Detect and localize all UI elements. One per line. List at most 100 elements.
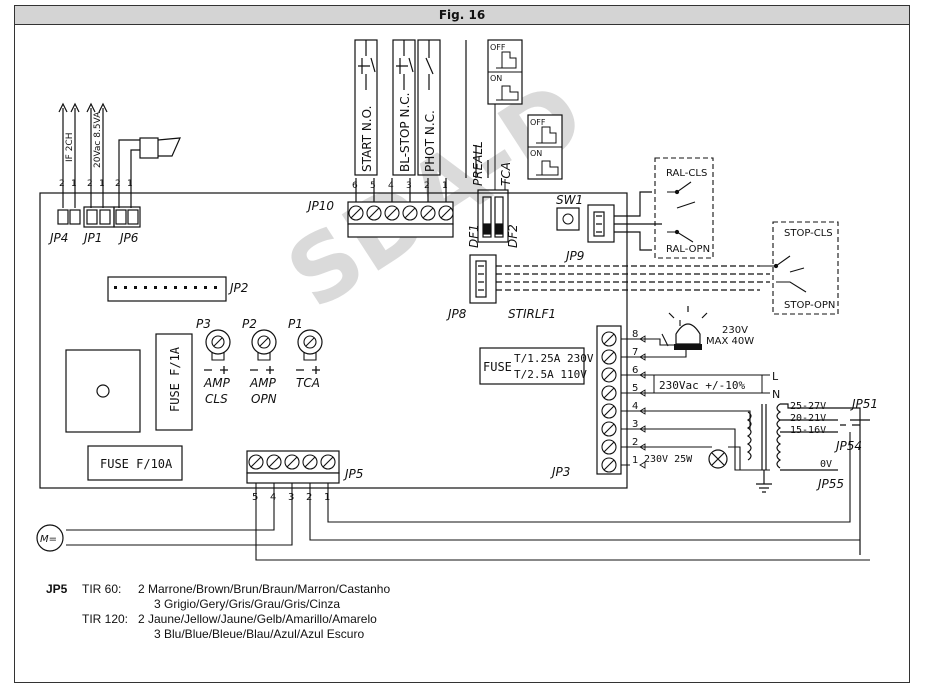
jp9-connector	[587, 191, 662, 251]
stop-cls-label: STOP-CLS	[784, 228, 833, 239]
preall-label: PREALL	[471, 141, 485, 186]
jp1-label: JP1	[82, 231, 102, 245]
relay-block	[65, 349, 141, 433]
trimmer-name: AMP	[203, 376, 231, 390]
motor-wiring	[66, 432, 870, 561]
jp3-screw	[601, 331, 617, 347]
jp51-label: JP51	[850, 397, 878, 411]
fuse-f10a-label: FUSE F/10A	[100, 457, 173, 471]
jp3-pin-label: 5	[632, 383, 638, 394]
fuse-f1a-label: FUSE F/1A	[168, 346, 182, 412]
jp10-screw	[384, 205, 400, 221]
start-no-label: START N.O.	[360, 106, 374, 172]
jp6-pin-1: 1	[127, 179, 133, 189]
fuse-f10a: FUSE F/10A	[87, 445, 183, 481]
legend-text: 2 Marrone/Brown/Brun/Braun/Marron/Castan…	[138, 582, 391, 596]
left-connectors	[57, 102, 181, 228]
trimmer-id: P2	[242, 317, 257, 331]
legend-text: 3 Grigio/Gery/Gris/Grau/Gris/Cinza	[154, 597, 341, 611]
jp2-pin	[124, 286, 127, 289]
mains-n-label: N	[772, 388, 780, 401]
df2-label: DF2	[506, 224, 520, 248]
jp10-screw	[366, 205, 382, 221]
trimmer-sub: CLS	[205, 392, 228, 406]
df1-label: DF1	[467, 224, 481, 248]
jp2-pin	[114, 286, 117, 289]
jp5-screw	[266, 454, 282, 470]
fuse-t-label: FUSE	[483, 360, 512, 374]
jp5-pin-4: 4	[270, 492, 276, 503]
jp8-connector	[469, 254, 770, 304]
phot-nc-label: PHOT N.C.	[423, 110, 437, 172]
ral-limit-switch	[654, 157, 714, 259]
jp3-screw	[601, 439, 617, 455]
jp3-screw	[601, 385, 617, 401]
jp3-screw	[601, 403, 617, 419]
trimmer-name: TCA	[296, 376, 320, 390]
sw1-button: SW1	[556, 193, 583, 231]
control-board-outline	[39, 192, 628, 489]
jp10-pin-4: 4	[388, 181, 394, 191]
jp2-pin	[194, 286, 197, 289]
tca-off-label: OFF	[530, 118, 546, 127]
jp3-pin-label: 6	[632, 365, 638, 376]
legend-text: 2 Jaune/Jellow/Jaune/Gelb/Amarillo/Amare…	[138, 612, 377, 626]
jp5-pin-5: 5	[252, 492, 258, 503]
jp10-pin-6: 6	[352, 181, 358, 191]
jp4-pin-1: 1	[71, 179, 77, 189]
jp55-label: JP55	[816, 477, 844, 491]
dip-switch-icon-tca: OFF ON	[527, 114, 563, 180]
jp10-terminal-block: JP10 6 5 4 3 2 1	[306, 181, 454, 238]
jp2-header	[107, 276, 227, 302]
jp5-pin-3: 3	[288, 492, 294, 503]
mains-input: 230Vac +/-10% L N	[653, 370, 780, 401]
tca-on-label: ON	[530, 149, 542, 158]
jp4-label: JP4	[48, 231, 68, 245]
jp2-pin	[144, 286, 147, 289]
jp3-pin-label: 7	[632, 347, 638, 358]
courtesy-light-icon: 230V 25W	[644, 449, 728, 469]
jp10-pin-1: 1	[442, 181, 448, 191]
jp10-screw	[402, 205, 418, 221]
trimmer-id: P3	[196, 317, 211, 331]
motor-icon: M=	[36, 524, 64, 552]
fuse-t-block: FUSE T/1.25A 230V T/2.5A 110V	[479, 347, 594, 385]
input-contacts	[354, 39, 489, 202]
jp3-pin-label: 4	[632, 401, 638, 412]
jp2-pin	[154, 286, 157, 289]
jp10-screw	[438, 205, 454, 221]
trimmer-id: P1	[288, 317, 303, 331]
jp10-pin-3: 3	[406, 181, 412, 191]
jp10-label: JP10	[306, 199, 334, 213]
jp3-label: JP3	[550, 465, 570, 479]
jp3-pin-label: 2	[632, 437, 638, 448]
fuse-t-rating-110: T/2.5A 110V	[514, 368, 587, 381]
jp3-pin-label: 3	[632, 419, 638, 430]
jp5-pin-2: 2	[306, 492, 312, 503]
jp5-screw	[248, 454, 264, 470]
jp10-screw	[348, 205, 364, 221]
jp8-label: JP8	[446, 307, 467, 321]
lamp-voltage-label: 230V	[722, 325, 748, 336]
jp3-pin-arrow	[639, 461, 646, 469]
jp2-pin	[174, 286, 177, 289]
preall-off-label: OFF	[490, 43, 506, 52]
df-dip-switches	[477, 189, 509, 243]
stirlf1-label: STIRLF1	[508, 307, 556, 321]
jp3-screw	[601, 349, 617, 365]
jp6-label: JP6	[118, 231, 139, 245]
courtesy-light-label: 230V 25W	[644, 454, 693, 465]
jp5-screw	[320, 454, 336, 470]
jp10-pin-5: 5	[370, 181, 376, 191]
jp5-terminal-block	[246, 450, 340, 484]
jp10-screw	[420, 205, 436, 221]
mains-voltage-label: 230Vac +/-10%	[659, 379, 745, 392]
jp2-pin	[134, 286, 137, 289]
jp2-pin	[164, 286, 167, 289]
stop-opn-label: STOP-OPN	[784, 300, 835, 311]
jp1-pin-1: 1	[99, 179, 105, 189]
